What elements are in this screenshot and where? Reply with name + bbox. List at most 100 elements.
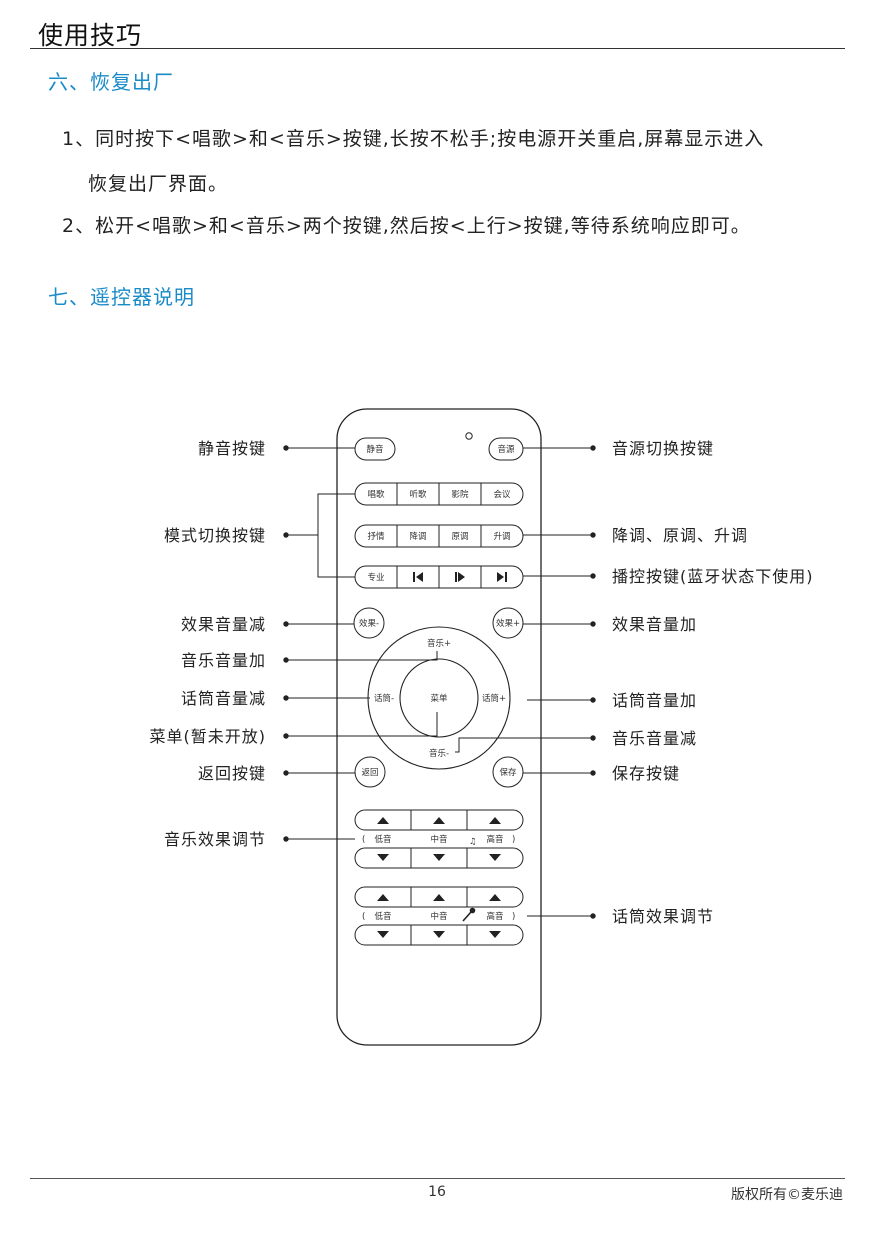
mic-mid-up-icon[interactable]: [433, 894, 445, 901]
label-key-adjust: 降调、原调、升调: [612, 526, 748, 545]
mute-button[interactable]: 静音: [354, 437, 396, 461]
callout-save: 保存按键: [523, 764, 680, 783]
label-playback-keys: 播控按键(蓝牙状态下使用): [612, 567, 814, 586]
label-mic-effect-adjust: 话筒效果调节: [612, 907, 714, 926]
label-save-key: 保存按键: [612, 764, 680, 783]
mute-button-label: 静音: [366, 444, 384, 455]
callout-effect-up: 效果音量加: [523, 615, 697, 634]
music-mid-down-icon[interactable]: [433, 854, 445, 861]
callout-mic-up: 话筒音量加: [527, 691, 697, 710]
label-mode-switch: 模式切换按键: [164, 526, 266, 545]
effect-minus-label: 效果-: [359, 618, 379, 629]
callout-mic-down: 话筒音量减: [181, 689, 370, 708]
step-2-text: 2、松开<唱歌>和<音乐>两个按键,然后按<上行>按键,等待系统响应即可。: [62, 215, 751, 237]
label-mute-key: 静音按键: [198, 439, 266, 458]
sing-mode-button[interactable]: 唱歌: [367, 489, 385, 500]
callout-music-down: 音乐音量减: [455, 729, 697, 753]
cinema-mode-button[interactable]: 影院: [451, 489, 469, 500]
mic-bass-down-icon[interactable]: [377, 931, 389, 938]
source-button[interactable]: 音源: [488, 437, 524, 461]
music-treble-down-icon[interactable]: [489, 854, 501, 861]
label-music-volume-down: 音乐音量减: [612, 729, 697, 748]
play-pause-icon[interactable]: [455, 572, 465, 582]
copyright-notice: 版权所有©麦乐迪: [731, 1187, 843, 1203]
key-up-button[interactable]: 升调: [493, 531, 510, 542]
callout-playback: 播控按键(蓝牙状态下使用): [523, 567, 814, 586]
mic-eq-up-row: [354, 886, 524, 908]
key-original-button[interactable]: 原调: [451, 532, 468, 542]
header-divider: [30, 48, 845, 49]
music-treble-up-icon[interactable]: [489, 817, 501, 824]
mic-mid-label: 中音: [430, 911, 448, 922]
callout-key: 降调、原调、升调: [523, 526, 748, 545]
music-treble-label: 高音: [486, 834, 504, 845]
mic-eq-right-paren-icon: ): [512, 912, 515, 922]
indicator-light: [465, 432, 473, 440]
mic-treble-down-icon[interactable]: [489, 931, 501, 938]
label-mic-volume-down: 话筒音量减: [181, 689, 266, 708]
label-effect-volume-up: 效果音量加: [612, 615, 697, 634]
callout-source: 音源切换按键: [523, 439, 714, 458]
label-music-effect-adjust: 音乐效果调节: [164, 830, 266, 849]
callout-effect-down: 效果音量减: [181, 615, 354, 634]
music-mid-up-icon[interactable]: [433, 817, 445, 824]
save-button-label: 保存: [499, 767, 517, 778]
callout-mode: 模式切换按键: [164, 526, 318, 545]
mic-bass-up-icon[interactable]: [377, 894, 389, 901]
callout-music-eq: 音乐效果调节: [164, 830, 355, 849]
music-eq-right-paren-icon: ): [512, 835, 515, 845]
callout-mute: 静音按键: [198, 439, 355, 458]
footer-divider: [30, 1178, 845, 1179]
next-track-icon[interactable]: [497, 572, 507, 582]
music-minus-button[interactable]: 音乐-: [429, 748, 449, 759]
page-number: 16: [428, 1184, 446, 1200]
label-source-switch: 音源切换按键: [612, 439, 714, 458]
mic-bass-label: 低音: [374, 911, 392, 922]
mic-eq-left-paren-icon: (: [362, 912, 365, 922]
key-down-button[interactable]: 降调: [409, 531, 426, 542]
music-eq-left-paren-icon: (: [362, 835, 365, 845]
previous-track-icon[interactable]: [413, 572, 423, 582]
mic-eq-down-row: [354, 924, 524, 946]
remote-control-diagram: 静音 音源 唱歌 听歌 影院 会议 抒情 降调 原调 升调 专业 效果-: [150, 408, 814, 1046]
effect-plus-label: 效果+: [496, 618, 520, 629]
lyric-mode-button[interactable]: 抒情: [367, 531, 385, 542]
meeting-mode-button[interactable]: 会议: [493, 489, 511, 500]
label-mic-volume-up: 话筒音量加: [612, 691, 697, 710]
mic-mid-down-icon[interactable]: [433, 931, 445, 938]
music-note-icon: ♫: [469, 837, 477, 847]
label-effect-volume-down: 效果音量减: [181, 615, 266, 634]
music-bass-label: 低音: [374, 834, 392, 845]
mic-plus-button[interactable]: 话筒+: [482, 693, 506, 704]
step-1-continued-text: 恢复出厂界面。: [88, 173, 229, 195]
music-mid-label: 中音: [430, 834, 448, 845]
music-bass-down-icon[interactable]: [377, 854, 389, 861]
callout-menu: 菜单(暂未开放): [150, 712, 438, 746]
menu-button[interactable]: [399, 658, 479, 738]
section-title-remote: 七、遥控器说明: [48, 285, 195, 309]
effect-minus-button[interactable]: 效果-: [353, 607, 385, 639]
effect-plus-button[interactable]: 效果+: [492, 607, 524, 639]
callout-music-up: 音乐音量加: [181, 651, 438, 670]
music-eq-down-row: [354, 847, 524, 869]
page-header-title: 使用技巧: [38, 21, 143, 50]
callout-mic-eq: 话筒效果调节: [527, 907, 714, 926]
callout-back: 返回按键: [198, 764, 355, 783]
music-bass-up-icon[interactable]: [377, 817, 389, 824]
back-button-label: 返回: [361, 767, 378, 778]
label-menu-not-open: 菜单(暂未开放): [150, 727, 267, 746]
label-music-volume-up: 音乐音量加: [181, 651, 266, 670]
save-button[interactable]: 保存: [492, 756, 524, 788]
music-plus-button[interactable]: 音乐+: [427, 638, 451, 649]
pro-mode-button[interactable]: 专业: [367, 572, 384, 583]
mic-minus-button[interactable]: 话筒-: [374, 693, 394, 704]
menu-button-label: 菜单: [430, 693, 448, 704]
mic-treble-up-icon[interactable]: [489, 894, 501, 901]
section-title-factory-reset: 六、恢复出厂: [48, 70, 174, 94]
step-1-text: 1、同时按下<唱歌>和<音乐>按键,长按不松手;按电源开关重启,屏幕显示进入: [62, 128, 765, 150]
source-button-label: 音源: [497, 444, 515, 455]
mic-treble-label: 高音: [486, 911, 504, 922]
microphone-icon: [462, 907, 476, 922]
listen-mode-button[interactable]: 听歌: [409, 489, 427, 500]
back-button[interactable]: 返回: [354, 756, 386, 788]
